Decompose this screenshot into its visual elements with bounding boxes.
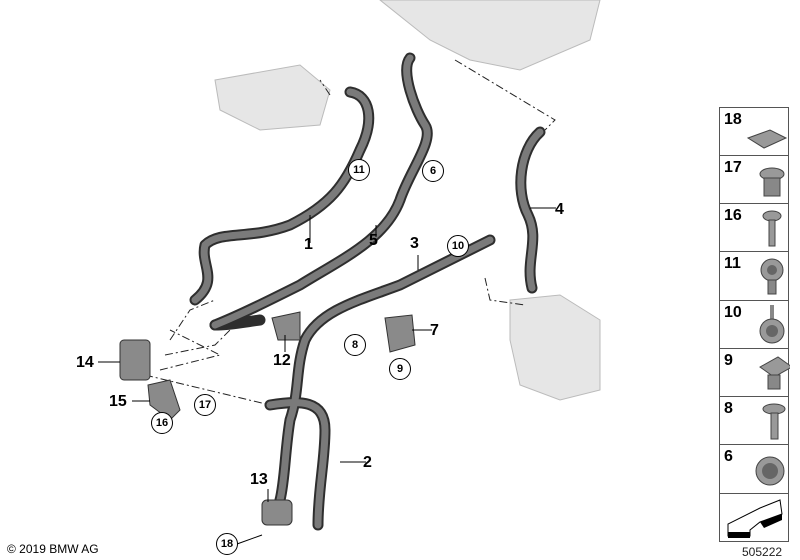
callout-13: 13 <box>250 471 268 488</box>
part-number: 16 <box>724 207 742 224</box>
sidebar-part-6[interactable]: 6 <box>719 444 789 494</box>
callout-1: 1 <box>304 236 313 253</box>
part-number: 6 <box>724 448 733 465</box>
sidebar-part-11[interactable]: 11 <box>719 251 789 301</box>
callout-circled-11: 11 <box>348 159 370 181</box>
sidebar-part-9[interactable]: 9 <box>719 348 790 397</box>
diagram-code: 505222 <box>742 545 783 559</box>
sidebar-direction-arrow <box>719 493 789 542</box>
sidebar-part-8[interactable]: 8 <box>719 396 789 445</box>
callout-7: 7 <box>430 322 439 339</box>
callout-circled-10: 10 <box>447 235 469 257</box>
sidebar-part-18[interactable]: 18 <box>719 107 789 156</box>
callout-circled-8: 8 <box>344 334 366 356</box>
callout-12: 12 <box>273 352 291 369</box>
valve-14 <box>119 339 151 381</box>
callout-4: 4 <box>555 201 564 218</box>
callout-circled-18: 18 <box>216 533 238 555</box>
callout-circled-16: 16 <box>151 412 173 434</box>
callout-5: 5 <box>369 232 378 249</box>
bracket-15 <box>147 379 181 421</box>
part-number: 10 <box>724 304 742 321</box>
sidebar-part-10[interactable]: 10 <box>719 300 789 349</box>
copyright: © 2019 BMW AG <box>7 542 99 556</box>
bracket-12 <box>271 311 301 341</box>
part-number: 8 <box>724 400 733 417</box>
part-number: 18 <box>724 111 742 128</box>
callout-2: 2 <box>363 454 372 471</box>
callout-circled-6: 6 <box>422 160 444 182</box>
pump-13 <box>261 499 293 526</box>
callout-3: 3 <box>410 235 419 252</box>
callout-14: 14 <box>76 354 94 371</box>
sidebar-part-16[interactable]: 16 <box>719 203 789 252</box>
arrow-icon <box>727 499 783 538</box>
callout-circled-17: 17 <box>194 394 216 416</box>
ghost-heater-unit <box>214 0 601 401</box>
sidebar-part-17[interactable]: 17 <box>719 155 789 204</box>
part-number: 17 <box>724 159 742 176</box>
part-number: 11 <box>724 255 741 272</box>
part-number: 9 <box>724 352 733 369</box>
bracket-7 <box>384 314 416 353</box>
callout-circled-9: 9 <box>389 358 411 380</box>
callout-15: 15 <box>109 393 127 410</box>
